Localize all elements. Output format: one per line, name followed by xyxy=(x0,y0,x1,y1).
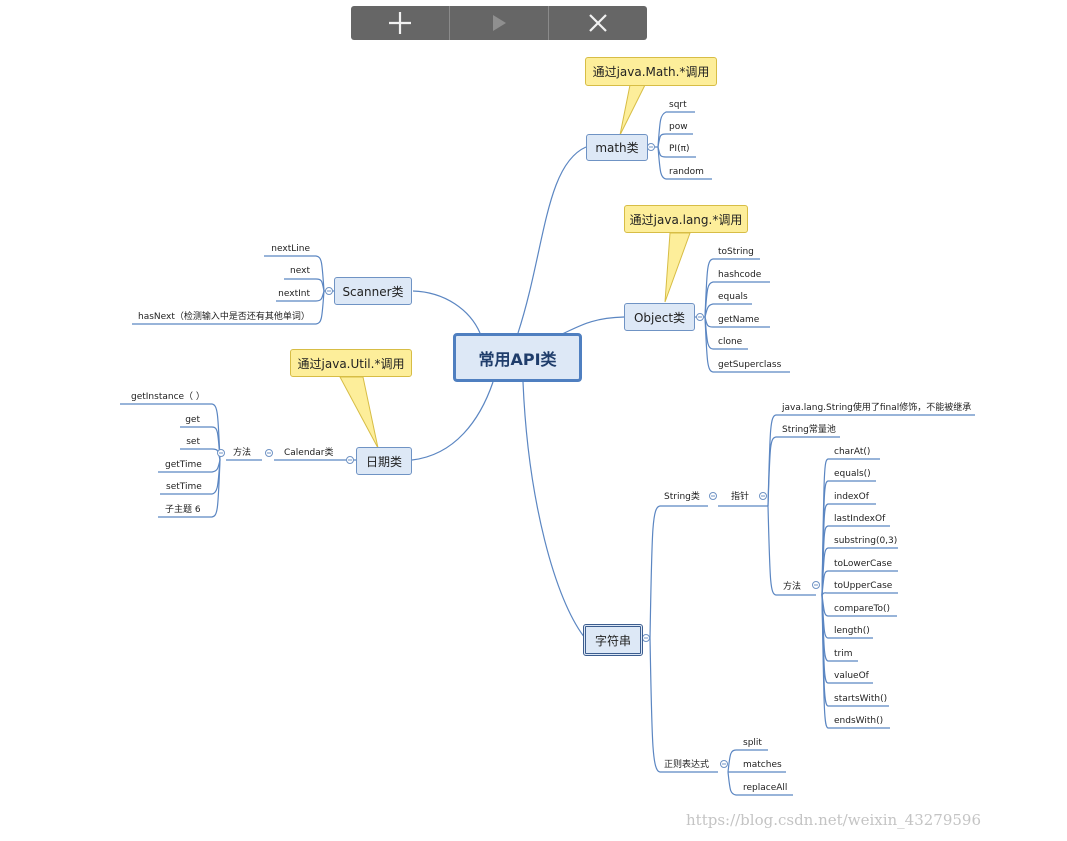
string-method-item[interactable]: toUpperCase xyxy=(834,581,893,591)
string-method-item[interactable]: valueOf xyxy=(834,671,869,681)
date-item[interactable]: getInstance（ ） xyxy=(131,392,205,402)
regex-item[interactable]: replaceAll xyxy=(743,783,788,793)
string-method-item[interactable]: endsWith() xyxy=(834,716,884,726)
object-item[interactable]: toString xyxy=(718,247,754,257)
date-callout: 通过java.Util.*调用 xyxy=(290,349,412,377)
scanner-item[interactable]: next xyxy=(290,266,310,276)
plus-icon xyxy=(389,12,411,34)
calendar-node[interactable]: Calendar类 xyxy=(284,448,334,458)
string-method-item[interactable]: length() xyxy=(834,626,870,636)
string-method-item[interactable]: charAt() xyxy=(834,447,871,457)
regex-item[interactable]: split xyxy=(743,738,762,748)
object-item[interactable]: clone xyxy=(718,337,743,347)
close-icon xyxy=(589,14,607,32)
date-node[interactable]: 日期类 xyxy=(356,447,412,475)
date-item[interactable]: getTime xyxy=(165,460,202,470)
date-method-node[interactable]: 方法 xyxy=(233,448,252,458)
object-item[interactable]: getName xyxy=(718,315,760,325)
math-item[interactable]: pow xyxy=(669,122,688,132)
close-button[interactable] xyxy=(549,6,647,40)
string-node[interactable]: 字符串 xyxy=(583,624,643,656)
string-method-item[interactable]: trim xyxy=(834,649,853,659)
date-item[interactable]: set xyxy=(186,437,200,447)
string-method-node[interactable]: 方法 xyxy=(783,582,802,592)
scanner-node[interactable]: Scanner类 xyxy=(334,277,412,305)
pointer-node[interactable]: 指针 xyxy=(731,492,750,502)
watermark: https://blog.csdn.net/weixin_43279596 xyxy=(686,811,982,829)
object-node[interactable]: Object类 xyxy=(624,303,695,331)
mindmap-toolbar xyxy=(351,6,647,40)
date-item[interactable]: get xyxy=(185,415,200,425)
string-method-item[interactable]: lastIndexOf xyxy=(834,514,886,524)
string-method-item[interactable]: equals() xyxy=(834,469,871,479)
object-callout: 通过java.lang.*调用 xyxy=(624,205,748,233)
central-topic[interactable]: 常用API类 xyxy=(453,333,582,382)
math-item[interactable]: PI(π) xyxy=(669,144,690,154)
string-class-node[interactable]: String类 xyxy=(664,492,700,502)
string-method-item[interactable]: substring(0,3) xyxy=(834,536,898,546)
object-item[interactable]: getSuperclass xyxy=(718,360,782,370)
date-item[interactable]: setTime xyxy=(166,482,202,492)
add-button[interactable] xyxy=(351,6,450,40)
scanner-item[interactable]: nextLine xyxy=(271,244,310,254)
math-node[interactable]: math类 xyxy=(586,134,648,161)
scanner-item[interactable]: nextInt xyxy=(278,289,310,299)
pointer-item[interactable]: String常量池 xyxy=(782,425,836,435)
math-item[interactable]: random xyxy=(669,167,704,177)
math-item[interactable]: sqrt xyxy=(669,100,687,110)
string-method-item[interactable]: toLowerCase xyxy=(834,559,893,569)
string-method-item[interactable]: indexOf xyxy=(834,492,869,502)
play-icon xyxy=(493,15,506,31)
string-method-item[interactable]: compareTo() xyxy=(834,604,890,614)
math-callout: 通过java.Math.*调用 xyxy=(585,57,717,86)
pointer-item[interactable]: java.lang.String使用了final修饰，不能被继承 xyxy=(782,403,972,413)
string-method-item[interactable]: startsWith() xyxy=(834,694,888,704)
date-item[interactable]: 子主题 6 xyxy=(165,505,201,515)
object-item[interactable]: equals xyxy=(718,292,748,302)
play-button[interactable] xyxy=(450,6,549,40)
scanner-item[interactable]: hasNext（检测输入中是否还有其他单词） xyxy=(138,312,310,322)
regex-item[interactable]: matches xyxy=(743,760,782,770)
object-item[interactable]: hashcode xyxy=(718,270,762,280)
regex-node[interactable]: 正则表达式 xyxy=(664,760,710,770)
